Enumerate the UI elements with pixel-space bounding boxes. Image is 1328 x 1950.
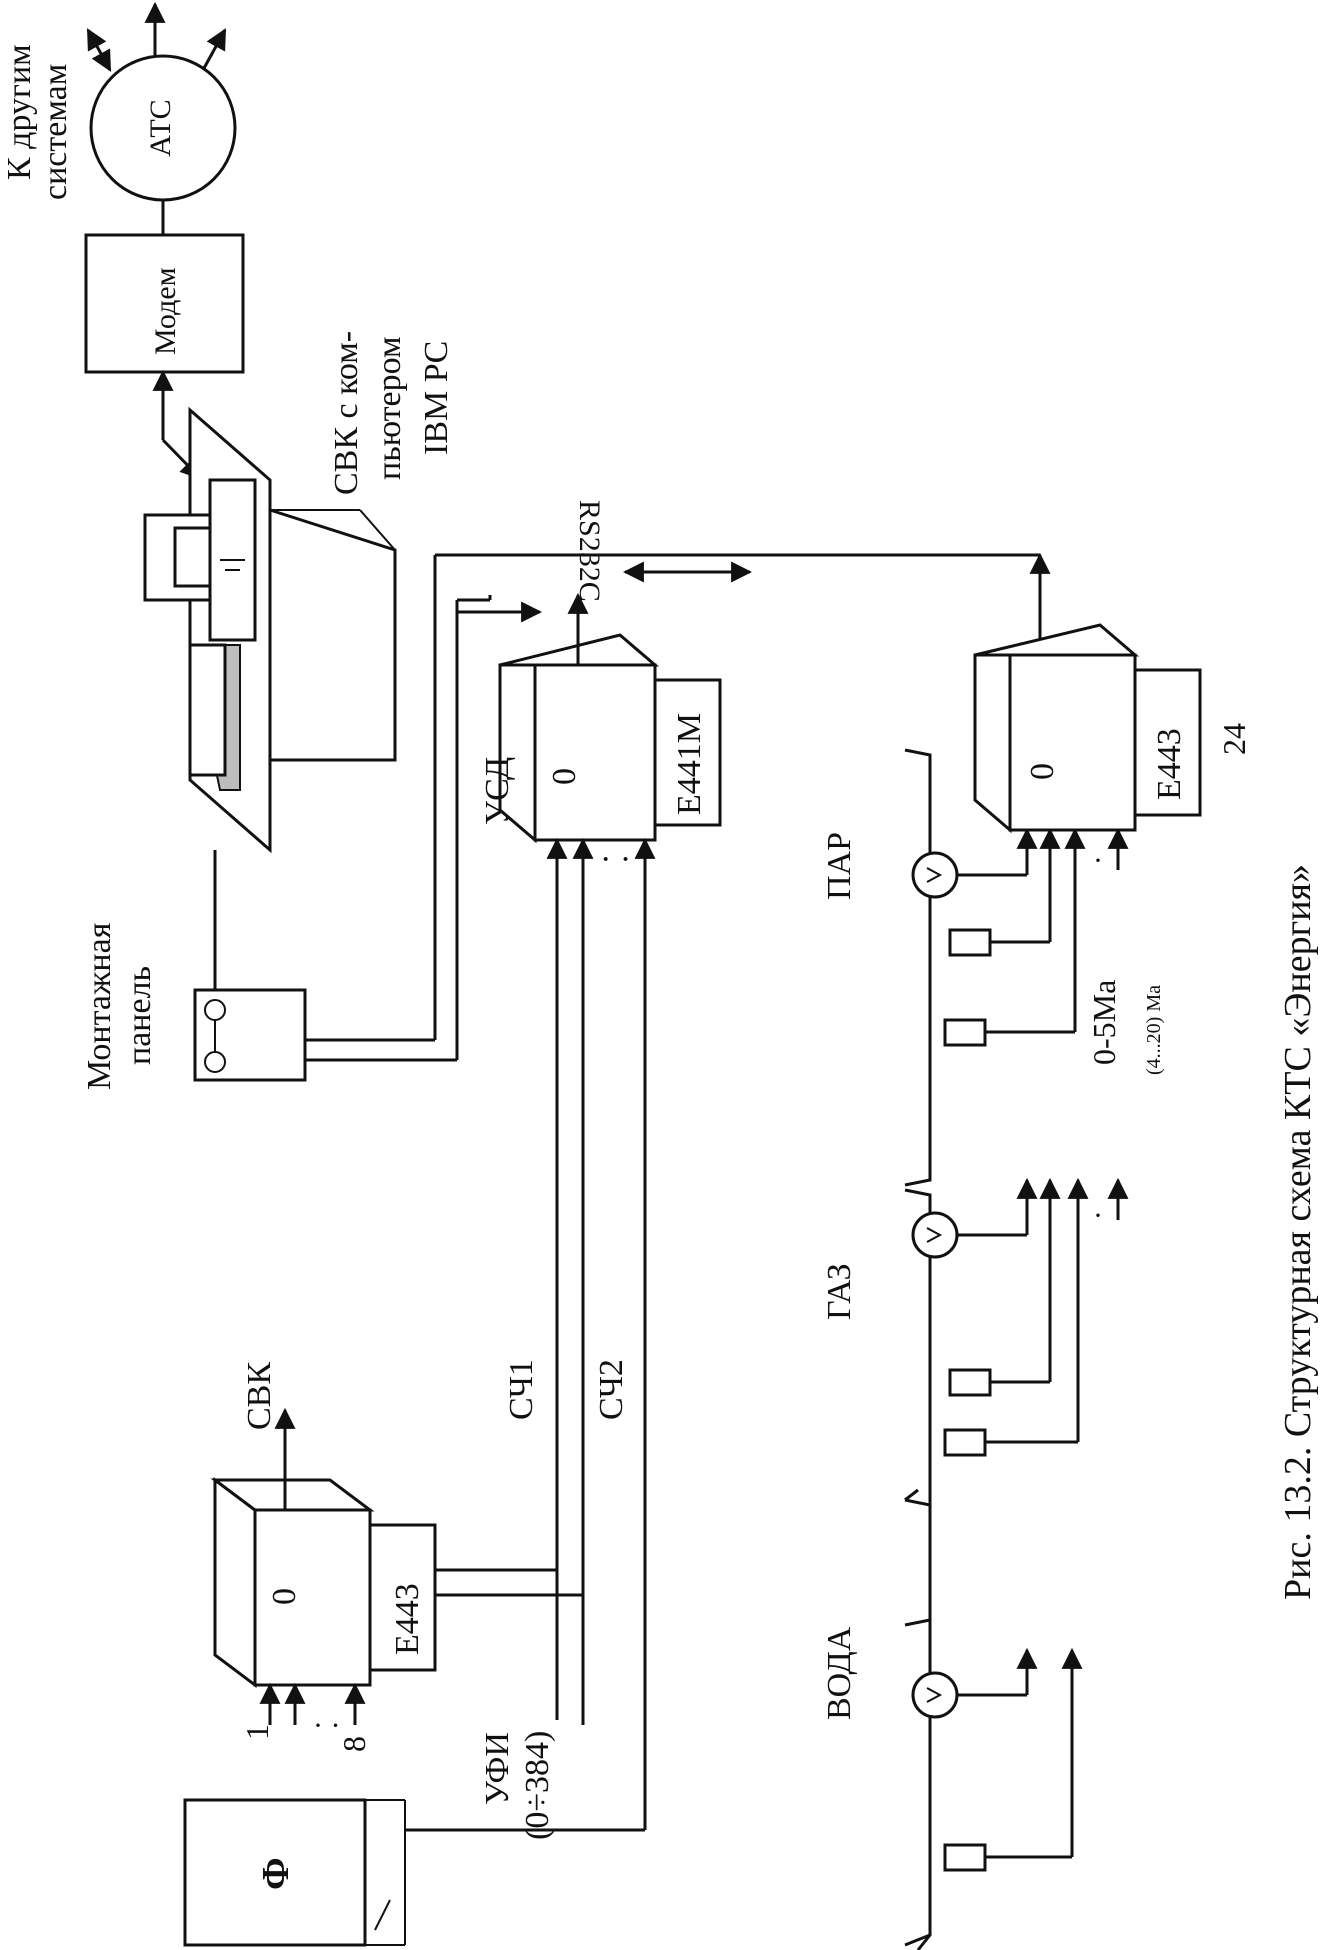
system-unit <box>208 478 257 642</box>
usd-unit: 0 Е441М <box>498 592 722 844</box>
phi-label: Ф <box>255 1857 297 1890</box>
ufi-label-line2: (0÷384) <box>519 1731 556 1840</box>
par-label: ПАР <box>821 832 858 900</box>
par-unit: 0 Е443 24 <box>973 623 1252 834</box>
pipe-par: · <box>904 748 1129 1187</box>
par-top <box>974 623 1140 657</box>
svk-unit: 0 Е443 1 8 · · <box>210 1407 583 1752</box>
mount-panel-line2: панель <box>121 966 158 1065</box>
par-zero-label: 0 <box>1024 763 1061 780</box>
svk-e443-box <box>368 1523 437 1672</box>
voda-label: ВОДА <box>821 1626 858 1720</box>
voda-sensor <box>911 1671 959 1719</box>
ats-node: АТС <box>86 1 237 202</box>
usd-box <box>533 663 657 842</box>
svk-input-last: 8 <box>336 1736 372 1752</box>
ch2-label: СЧ2 <box>593 1359 630 1420</box>
par-dots: · <box>1093 844 1103 877</box>
svk-label: СВК <box>241 1362 278 1430</box>
desk-body <box>268 507 397 762</box>
pipe-voda <box>904 1488 1083 1950</box>
gaz-dots: · <box>1093 1199 1103 1232</box>
usd-inputs-dots: · · <box>600 841 631 878</box>
figure-caption: Рис. 13.2. Структурная схема КТС «Энерги… <box>1277 864 1319 1600</box>
par-e443-label: Е443 <box>1151 728 1188 800</box>
rs232c-label: RS232C <box>573 500 606 602</box>
usd-inputs: · · <box>546 837 656 1830</box>
ch1-label: СЧ1 <box>503 1359 540 1420</box>
gaz-sensor <box>911 1211 959 1259</box>
pipe-gaz: · <box>904 1177 1129 1627</box>
svk-input-dots: · · <box>313 1709 340 1742</box>
to-other-systems-line1: К другим <box>1 44 38 180</box>
svk-pc-line3: IBM PC <box>418 341 455 455</box>
par-side <box>973 653 1012 834</box>
svk-pc-line1: СВК с ком- <box>328 331 365 495</box>
e441m-box <box>653 678 722 827</box>
modem-label: Модем <box>149 267 182 355</box>
modem-box <box>84 233 245 374</box>
svk-top <box>210 1478 375 1512</box>
par-e443-box <box>1133 668 1202 817</box>
modem: Модем <box>84 200 245 480</box>
gaz-label: ГАЗ <box>821 1263 858 1320</box>
current-range-label-2: (4...20) Ма <box>1143 985 1165 1075</box>
ats-arrow-left <box>86 28 112 72</box>
par-sensor <box>911 851 959 899</box>
usd-label: УСД <box>479 757 516 825</box>
svk-pc-workstation <box>143 406 397 854</box>
ufi-label-line1: УФИ <box>479 1732 516 1805</box>
svk-zero-label: 0 <box>266 1588 303 1605</box>
ats-arrow-right <box>201 28 227 71</box>
par-box <box>1008 653 1137 832</box>
svk-box <box>253 1508 372 1687</box>
svk-pc-line2: пьютером <box>371 337 408 480</box>
e441m-label: Е441М <box>671 713 708 815</box>
ufi-cabinet <box>183 1798 367 1947</box>
svk-e443-label: Е443 <box>389 1583 426 1655</box>
mount-panel-line1: Монтажная <box>81 922 118 1090</box>
svk-input-first: 1 <box>239 1724 275 1740</box>
diagram-body: АТС К другим системам Модем <box>1 1 1252 1950</box>
to-other-systems-line2: системам <box>37 64 74 200</box>
ufi-device: Ф <box>183 1798 645 1947</box>
usd-zero-label: 0 <box>546 768 583 785</box>
mount-panel <box>193 555 543 1082</box>
svk-side <box>213 1477 257 1688</box>
ats-label: АТС <box>144 99 177 156</box>
current-range-label: 0-5Ма <box>1086 980 1122 1065</box>
par-24-label: 24 <box>1216 723 1252 755</box>
mount-panel-box <box>193 988 307 1082</box>
keyboard <box>188 643 227 777</box>
